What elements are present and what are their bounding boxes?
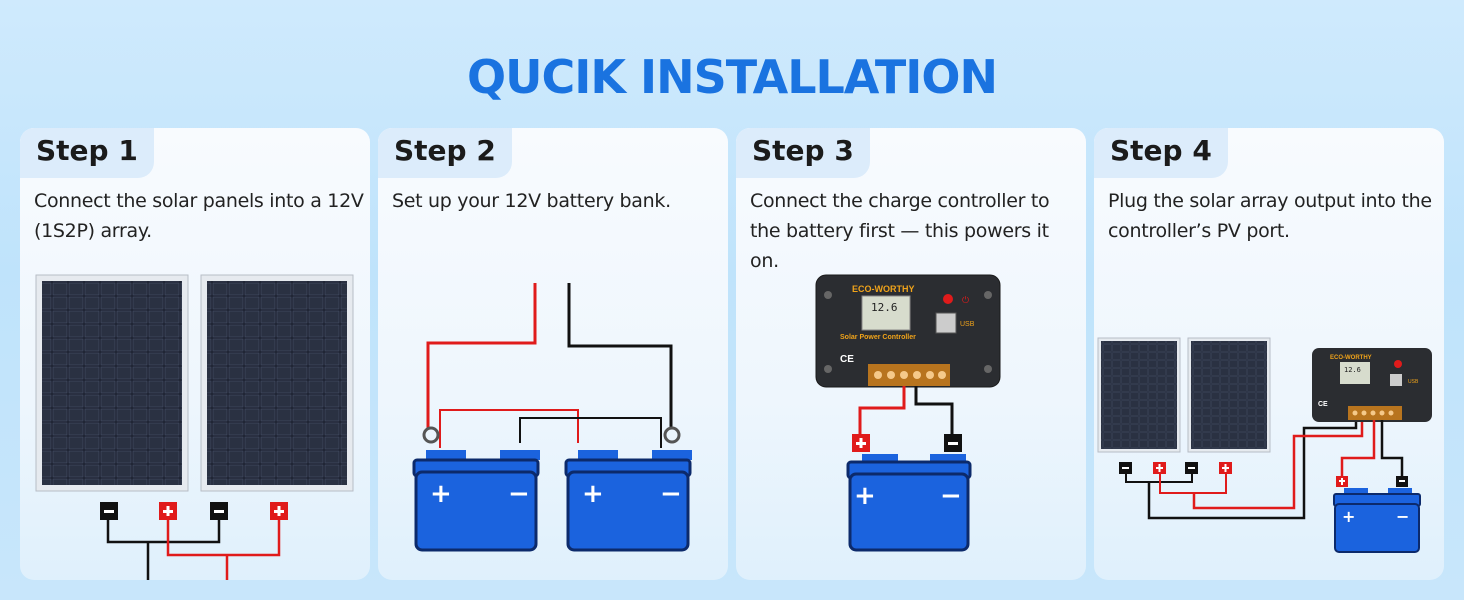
battery-1-minus: − xyxy=(508,479,530,509)
solar-panel-left xyxy=(35,274,189,492)
terminal-minus-2 xyxy=(210,502,228,520)
controller-model: Solar Power Controller xyxy=(840,334,916,341)
battery-minus-terminal xyxy=(944,434,962,452)
step-3-card: Step 3 Connect the charge controller to … xyxy=(736,128,1086,580)
terminal-minus-1 xyxy=(100,502,118,520)
step-4-description: Plug the solar array output into the con… xyxy=(1108,190,1432,242)
terminal-plus-2 xyxy=(1219,462,1232,474)
step-1-diagram xyxy=(35,274,354,580)
battery-2: + − xyxy=(564,450,692,552)
battery-plus: + xyxy=(854,481,876,511)
battery-minus-terminal xyxy=(1396,476,1408,487)
battery-minus: − xyxy=(940,481,962,511)
battery: + − xyxy=(846,454,972,552)
solar-panel-left xyxy=(1097,337,1181,453)
battery-1-plus: + xyxy=(430,479,452,509)
battery-2-minus: − xyxy=(660,479,682,509)
step-1-card: Step 1 Connect the solar panels into a 1… xyxy=(20,128,370,580)
battery-plus: + xyxy=(1342,507,1355,526)
battery-2-plus: + xyxy=(582,479,604,509)
step-4-card: Step 4 Plug the solar array output into … xyxy=(1094,128,1444,580)
battery-plus-terminal xyxy=(1336,476,1348,487)
terminal-plus-1 xyxy=(1153,462,1166,474)
battery-minus: − xyxy=(1396,507,1409,526)
solar-panel-right xyxy=(200,274,354,492)
step-4-label: Step 4 xyxy=(1094,128,1228,178)
page-title: QUCIK INSTALLATION xyxy=(467,50,998,104)
terminal-minus-2 xyxy=(1185,462,1198,474)
step-3-description: Connect the charge controller to the bat… xyxy=(750,190,1050,272)
controller-display: 12.6 xyxy=(871,301,898,314)
step-1-label: Step 1 xyxy=(20,128,154,178)
step-4-diagram: ECO-WORTHY 12.6 USB CE + − xyxy=(1097,337,1432,553)
controller-usb: USB xyxy=(960,321,975,328)
charge-controller: ECO-WORTHY 12.6 USB CE xyxy=(1312,348,1432,422)
terminal-plus-2 xyxy=(270,502,288,520)
step-2-description: Set up your 12V battery bank. xyxy=(392,190,671,212)
solar-panel-right xyxy=(1187,337,1271,453)
step-2-diagram: + − + − xyxy=(412,283,692,552)
battery: + − xyxy=(1333,488,1421,553)
controller-brand: ECO-WORTHY xyxy=(1330,355,1372,361)
step-2-label: Step 2 xyxy=(378,128,512,178)
svg-text:⏻: ⏻ xyxy=(962,295,969,305)
controller-display: 12.6 xyxy=(1344,366,1361,374)
controller-ce: CE xyxy=(840,354,854,365)
charge-controller: ECO-WORTHY 12.6 Solar Power Controller ⏻… xyxy=(815,274,1001,388)
controller-ce: CE xyxy=(1318,401,1328,408)
terminal-minus-1 xyxy=(1119,462,1132,474)
battery-1: + − xyxy=(412,450,540,552)
step-1-description: Connect the solar panels into a 12V (1S2… xyxy=(34,190,364,242)
controller-brand: ECO-WORTHY xyxy=(852,284,915,294)
step-3-diagram: ECO-WORTHY 12.6 Solar Power Controller ⏻… xyxy=(815,274,1001,552)
battery-plus-terminal xyxy=(852,434,870,452)
step-2-card: Step 2 Set up your 12V battery bank. + −… xyxy=(378,128,728,580)
step-3-label: Step 3 xyxy=(736,128,870,178)
controller-usb: USB xyxy=(1408,379,1419,385)
terminal-plus-1 xyxy=(159,502,177,520)
